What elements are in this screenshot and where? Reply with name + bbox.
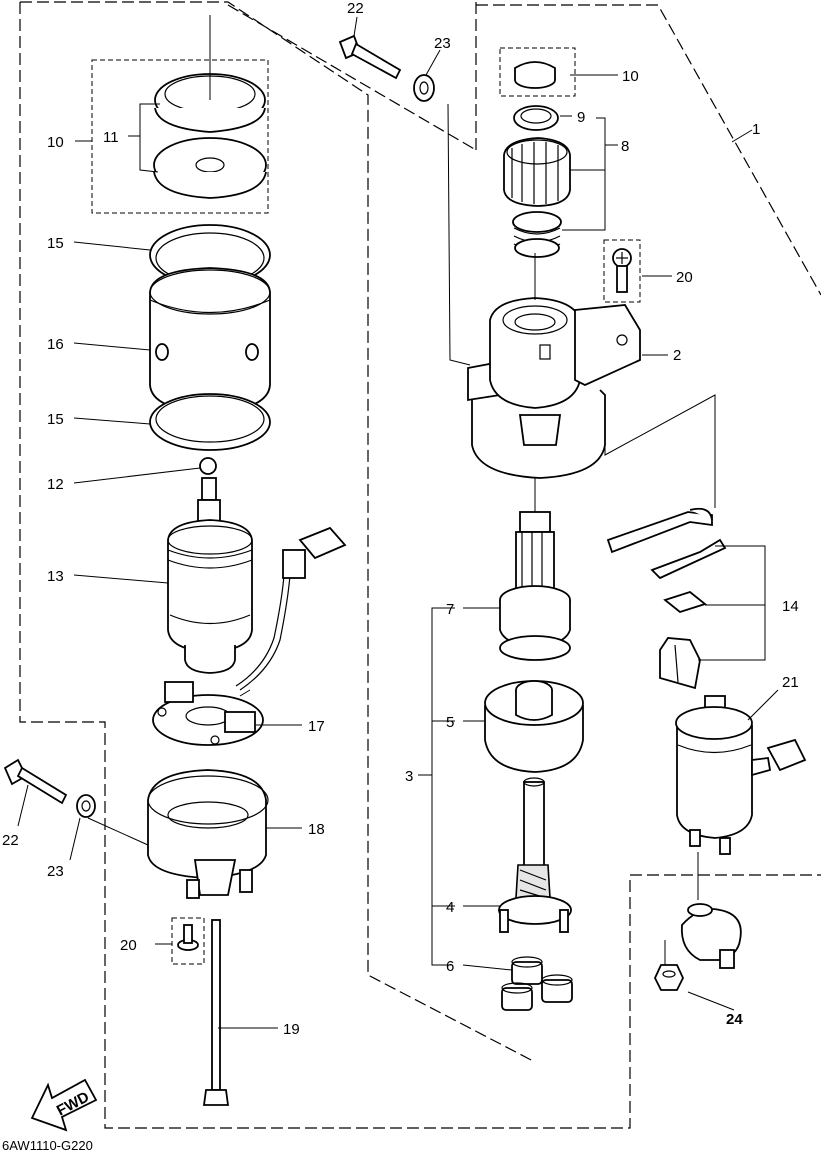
callout-10-right: 10 (622, 68, 639, 85)
callout-14: 14 (782, 598, 799, 615)
callout-23-left: 23 (47, 863, 64, 880)
part-10-cap (499, 47, 576, 97)
callout-7: 7 (446, 601, 454, 618)
part-18-front-bracket (147, 769, 269, 899)
leader-lines (17, 16, 779, 1029)
callout-21: 21 (782, 674, 799, 691)
callout-24: 24 (726, 1011, 743, 1028)
callout-10-left: 10 (47, 134, 64, 151)
assembly-guide-lines (87, 103, 716, 965)
part-6-planet-gears (501, 956, 573, 1011)
callout-17: 17 (308, 718, 325, 735)
callout-5: 5 (446, 714, 454, 731)
callout-20-right: 20 (676, 269, 693, 286)
part-22-bolt-top (338, 34, 402, 80)
callout-16: 16 (47, 336, 64, 353)
part-5-internal-gear (484, 680, 584, 773)
callout-12: 12 (47, 476, 64, 493)
callout-8: 8 (621, 138, 629, 155)
part-21-solenoid (675, 695, 807, 855)
part-13-armature (167, 477, 253, 674)
fwd-arrow: FWD (30, 1078, 98, 1132)
part-8-spring (512, 211, 562, 258)
callout-2: 2 (673, 347, 681, 364)
callout-9: 9 (577, 109, 585, 126)
callout-13: 13 (47, 568, 64, 585)
part-14-brush-kit (606, 507, 727, 690)
callout-22-left: 22 (2, 832, 19, 849)
callout-4: 4 (446, 899, 454, 916)
callout-19: 19 (283, 1021, 300, 1038)
part-23-washer-top (413, 74, 435, 102)
drawing-code: 6AW1110-G220 (2, 1138, 93, 1153)
assembly-boundaries (19, 1, 821, 1129)
callout-3: 3 (405, 768, 413, 785)
part-16-yoke (149, 267, 271, 413)
part-8-pinion-gear (503, 137, 571, 207)
callout-6: 6 (446, 958, 454, 975)
callout-labels: 1 2 3 4 5 6 7 8 9 10 10 11 12 13 14 15 1… (2, 0, 799, 1038)
part-7-clutch-assembly (499, 511, 571, 661)
callout-20-left: 20 (120, 937, 137, 954)
part-17-brush-holder (152, 526, 347, 746)
part-11-seal-kit (91, 15, 269, 214)
callout-18: 18 (308, 821, 325, 838)
part-22-bolt-left (3, 758, 68, 805)
part-20-screw-right (603, 239, 641, 303)
callout-15-upper: 15 (47, 235, 64, 252)
callout-11: 11 (103, 129, 119, 146)
part-20-screw-left (171, 917, 205, 965)
part-9-stop-ring (513, 105, 559, 131)
part-23-washer-left (76, 794, 96, 818)
callout-23-top: 23 (434, 35, 451, 52)
callout-22-top: 22 (347, 0, 364, 17)
part-15-o-ring-lower (149, 393, 271, 451)
part-2-housing (467, 297, 641, 479)
part-19-through-bolt (202, 919, 230, 1106)
part-12-ball (199, 457, 217, 475)
callout-1: 1 (752, 121, 760, 138)
callout-15-lower: 15 (47, 411, 64, 428)
part-4-shaft (498, 777, 572, 933)
part-24-nut-terminal (654, 903, 742, 991)
